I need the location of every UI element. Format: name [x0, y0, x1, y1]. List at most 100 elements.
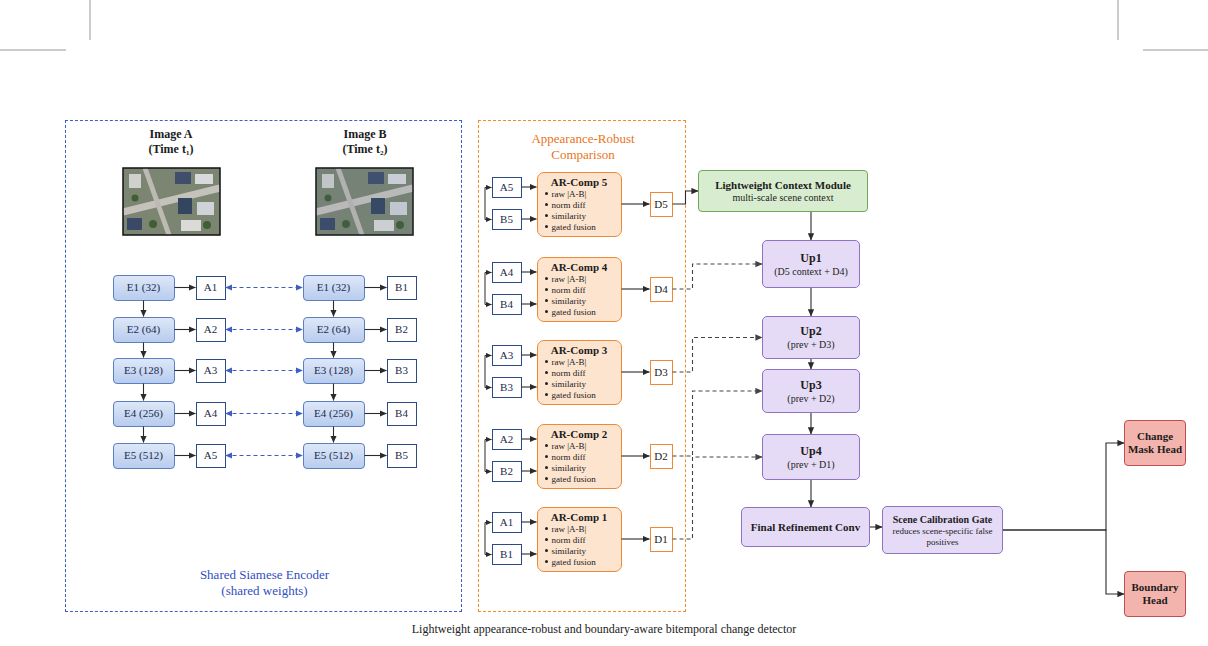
data-flow-arrow: [143, 384, 144, 401]
bullet-item: norm diff: [545, 452, 617, 463]
page-edge: [90, 0, 91, 40]
bullet-dot: [545, 288, 548, 291]
bullet-list: raw |A-B|norm diffsimilaritygated fusion: [542, 441, 617, 485]
data-flow-arrow: [175, 287, 196, 288]
bullet-item: norm diff: [545, 368, 617, 379]
data-flow-arrow: [333, 301, 334, 317]
bullet-text: similarity: [552, 379, 587, 389]
upsample-block: Up1(D5 context + D4): [762, 240, 860, 288]
page-edges: [0, 0, 1208, 50]
bullet-text: norm diff: [552, 285, 586, 295]
upsample-block: Up3(prev + D2): [762, 369, 860, 413]
bullet-text: raw |A-B|: [552, 357, 587, 367]
bullet-dot: [545, 225, 548, 228]
upsample-block: Up2(prev + D3): [762, 316, 860, 359]
node-title: D5: [654, 198, 667, 211]
node-title: B2: [500, 465, 513, 478]
bullet-text: raw |A-B|: [552, 524, 587, 534]
node-title: D3: [654, 366, 667, 379]
feature-box: A3: [492, 345, 522, 366]
node-title: Up1: [800, 251, 821, 266]
module-title: AR-Comp 2: [551, 428, 608, 441]
bullet-item: gated fusion: [545, 557, 617, 568]
shared-weight-link: [226, 455, 303, 456]
feature-box: B1: [387, 276, 417, 300]
bullet-item: gated fusion: [545, 222, 617, 233]
node-title: Boundary Head: [1125, 581, 1185, 607]
data-flow-arrow: [870, 526, 882, 527]
node-title: B2: [395, 323, 408, 336]
bullet-text: gated fusion: [552, 222, 596, 232]
data-flow-arrow: [522, 186, 537, 187]
bullet-dot: [545, 549, 548, 552]
feature-box: A4: [196, 402, 226, 426]
comparison-module: AR-Comp 3raw |A-B|norm diffsimilaritygat…: [537, 340, 622, 405]
node-title: A5: [204, 449, 217, 462]
shared-weight-link: [226, 413, 303, 414]
page-edge: [1118, 0, 1119, 40]
bullet-item: similarity: [545, 546, 617, 557]
node-title: E3 (128): [124, 364, 163, 377]
data-flow-arrow: [622, 455, 650, 456]
node-title: E3 (128): [314, 364, 353, 377]
bullet-item: raw |A-B|: [545, 357, 617, 368]
node-title: B5: [500, 213, 513, 226]
bullet-dot: [545, 277, 548, 280]
encoder-stage: E2 (64): [303, 317, 365, 343]
bullet-item: similarity: [545, 463, 617, 474]
encoder-stage: E2 (64): [113, 317, 175, 343]
bullet-item: raw |A-B|: [545, 524, 617, 535]
node-title: B1: [500, 548, 513, 561]
difference-box: D5: [650, 192, 673, 217]
bullet-dot: [545, 393, 548, 396]
data-flow-arrow: [673, 457, 763, 539]
bullet-text: norm diff: [552, 535, 586, 545]
node-title: B4: [500, 298, 513, 311]
context-module: Lightweight Context Modulemulti-scale sc…: [698, 170, 868, 212]
input-brackets: [485, 188, 492, 555]
bullet-item: norm diff: [545, 535, 617, 546]
bullet-item: raw |A-B|: [545, 189, 617, 200]
calibration-gate: Scene Calibration Gatereduces scene-spec…: [882, 506, 1003, 554]
data-flow-arrow: [522, 521, 537, 522]
bullet-text: raw |A-B|: [552, 274, 587, 284]
group-title: Shared Siamese Encoder (shared weights): [180, 567, 350, 599]
difference-box: D2: [650, 444, 673, 469]
page-edge: [0, 50, 66, 51]
node-title: Final Refinement Conv: [751, 521, 860, 534]
node-title: Up4: [800, 444, 821, 459]
data-flow-arrow: [622, 371, 650, 372]
bullet-dot: [545, 538, 548, 541]
data-flow-arrow: [522, 303, 537, 304]
bullet-text: norm diff: [552, 368, 586, 378]
bullet-dot: [545, 455, 548, 458]
bracket: [485, 523, 486, 555]
data-flow-arrow: [810, 288, 811, 316]
data-flow-arrow: [365, 370, 387, 371]
encoder-stage: E1 (32): [303, 275, 365, 301]
data-flow-arrow: [365, 287, 387, 288]
data-flow-arrow: [810, 413, 811, 434]
bullet-dot: [545, 203, 548, 206]
feature-box: B5: [387, 444, 417, 468]
feature-box: B2: [492, 461, 522, 482]
bullet-text: raw |A-B|: [552, 189, 587, 199]
bullet-dot: [545, 560, 548, 563]
bullet-item: gated fusion: [545, 307, 617, 318]
upsample-block: Up4(prev + D1): [762, 434, 860, 480]
node-title: D2: [654, 450, 667, 463]
node-title: E4 (256): [314, 407, 353, 420]
data-flow-arrow: [365, 413, 387, 414]
feature-box: B5: [492, 209, 522, 230]
feature-box: A1: [492, 512, 522, 533]
feature-box: B3: [387, 359, 417, 383]
node-title: E4 (256): [124, 407, 163, 420]
data-flow-arrow: [333, 384, 334, 401]
aerial-image: [316, 168, 413, 235]
refinement-block: Final Refinement Conv: [741, 507, 870, 547]
node-subtitle: multi-scale scene context: [732, 192, 833, 204]
encoder-stage: E4 (256): [303, 401, 365, 427]
bullet-text: raw |A-B|: [552, 441, 587, 451]
data-flow-arrow: [522, 218, 537, 219]
aerial-image: [123, 168, 220, 235]
